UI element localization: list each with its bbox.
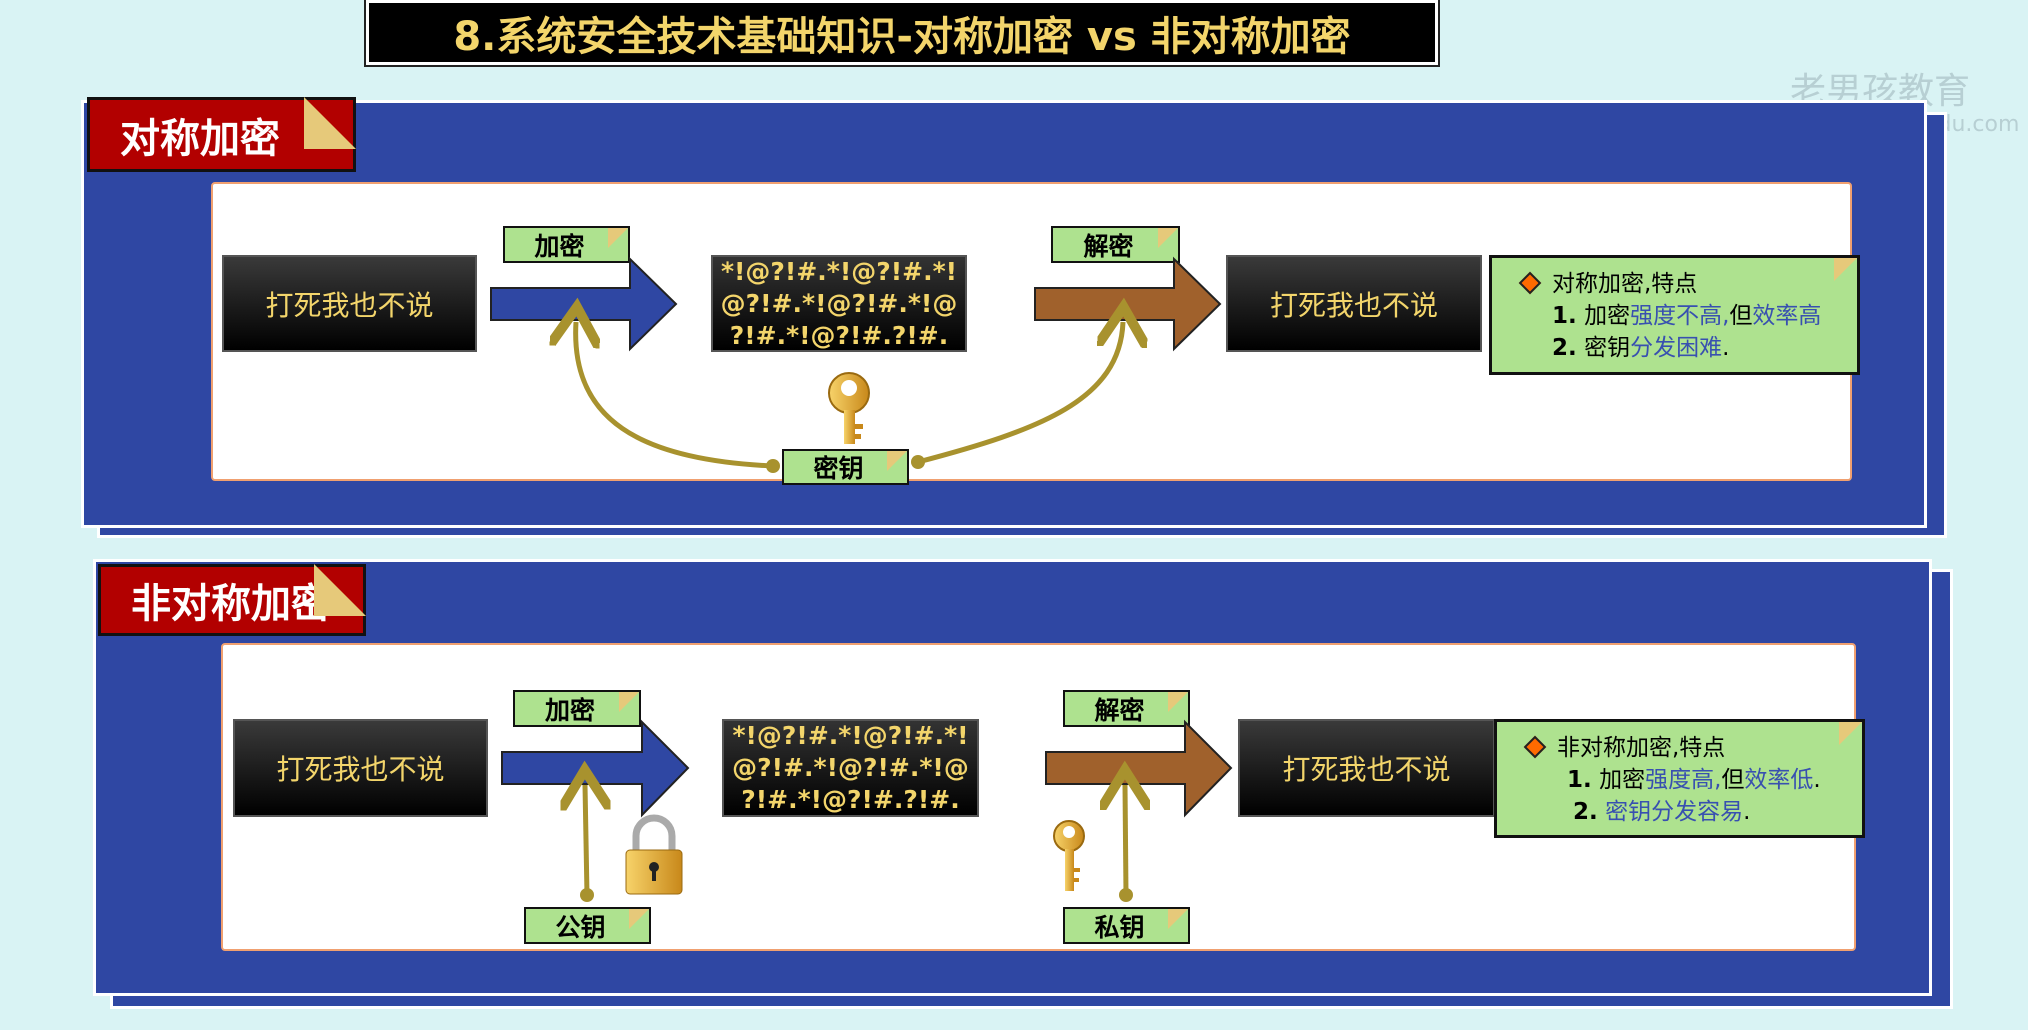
cipher-line: @?!#.*!@?!#.*!@ bbox=[720, 288, 958, 318]
t: 强度不高, bbox=[1630, 303, 1730, 329]
t: 密钥 bbox=[1584, 335, 1631, 361]
plaintext-box: 打死我也不说 bbox=[222, 255, 477, 352]
num: 1. bbox=[1552, 303, 1577, 329]
asymmetric-note: 非对称加密,特点 1. 加密强度高,但效率低. 2. 密钥分发容易. bbox=[1494, 719, 1865, 838]
t: 分发困难 bbox=[1630, 335, 1723, 361]
note-heading: 非对称加密,特点 bbox=[1557, 735, 1726, 761]
ciphertext-box: *!@?!#.*!@?!#.*! @?!#.*!@?!#.*!@ ?!#.*!@… bbox=[711, 255, 967, 352]
t: . bbox=[1743, 799, 1751, 825]
decrypt-tag: 解密 bbox=[1051, 226, 1180, 263]
encrypt-tag: 加密 bbox=[503, 226, 630, 263]
t: 但 bbox=[1721, 767, 1745, 793]
encrypt-tag: 加密 bbox=[513, 690, 641, 727]
t: 密钥分发容易 bbox=[1605, 799, 1744, 825]
cipher-line: *!@?!#.*!@?!#.*! bbox=[720, 256, 958, 286]
page-title: 8.系统安全技术基础知识-对称加密 vs 非对称加密 bbox=[364, 0, 1440, 67]
symmetric-label: 对称加密 bbox=[87, 97, 356, 172]
key-to-encrypt-connector bbox=[576, 322, 774, 469]
asymmetric-label-text: 非对称加密 bbox=[131, 581, 331, 627]
lock-icon bbox=[625, 814, 683, 895]
private-key-tag: 私钥 bbox=[1063, 907, 1190, 944]
num: 2. bbox=[1573, 799, 1598, 825]
public-key-tag: 公钥 bbox=[524, 907, 651, 944]
decrypt-arrow bbox=[1045, 719, 1233, 818]
t: 加密 bbox=[1599, 767, 1646, 793]
symmetric-note: 对称加密,特点 1. 加密强度不高,但效率高 2. 密钥分发困难. bbox=[1489, 255, 1860, 375]
t: . bbox=[1813, 767, 1821, 793]
encrypt-arrow bbox=[490, 256, 678, 352]
key-tag: 密钥 bbox=[782, 449, 909, 485]
plaintext-output-box: 打死我也不说 bbox=[1226, 255, 1482, 352]
t: 效率高 bbox=[1752, 303, 1822, 329]
public-key-connector bbox=[585, 785, 587, 896]
note-heading: 对称加密,特点 bbox=[1552, 271, 1698, 297]
key-to-decrypt-connector bbox=[917, 322, 1123, 465]
t: 效率低 bbox=[1744, 767, 1814, 793]
plaintext-output-box: 打死我也不说 bbox=[1238, 719, 1495, 817]
asymmetric-label: 非对称加密 bbox=[98, 564, 366, 636]
encrypt-arrow bbox=[501, 719, 690, 818]
private-key-connector bbox=[1125, 785, 1126, 896]
cipher-line: *!@?!#.*!@?!#.*! bbox=[732, 721, 969, 750]
decrypt-arrow bbox=[1034, 256, 1222, 352]
plaintext-box: 打死我也不说 bbox=[233, 719, 488, 817]
num: 1. bbox=[1567, 767, 1592, 793]
t: 加密 bbox=[1584, 303, 1631, 329]
key-icon bbox=[828, 372, 870, 444]
cipher-line: @?!#.*!@?!#.*!@ bbox=[732, 753, 969, 782]
symmetric-label-text: 对称加密 bbox=[120, 115, 280, 162]
num: 2. bbox=[1552, 335, 1577, 361]
decrypt-tag: 解密 bbox=[1063, 690, 1190, 727]
ciphertext-box: *!@?!#.*!@?!#.*! @?!#.*!@?!#.*!@ ?!#.*!@… bbox=[722, 719, 979, 817]
t: 强度高, bbox=[1645, 767, 1722, 793]
cipher-line: ?!#.*!@?!#.?!#. bbox=[729, 320, 949, 350]
cipher-line: ?!#.*!@?!#.?!#. bbox=[741, 785, 960, 814]
private-key-icon bbox=[1053, 820, 1085, 891]
t: . bbox=[1722, 335, 1730, 361]
t: 但 bbox=[1729, 303, 1753, 329]
